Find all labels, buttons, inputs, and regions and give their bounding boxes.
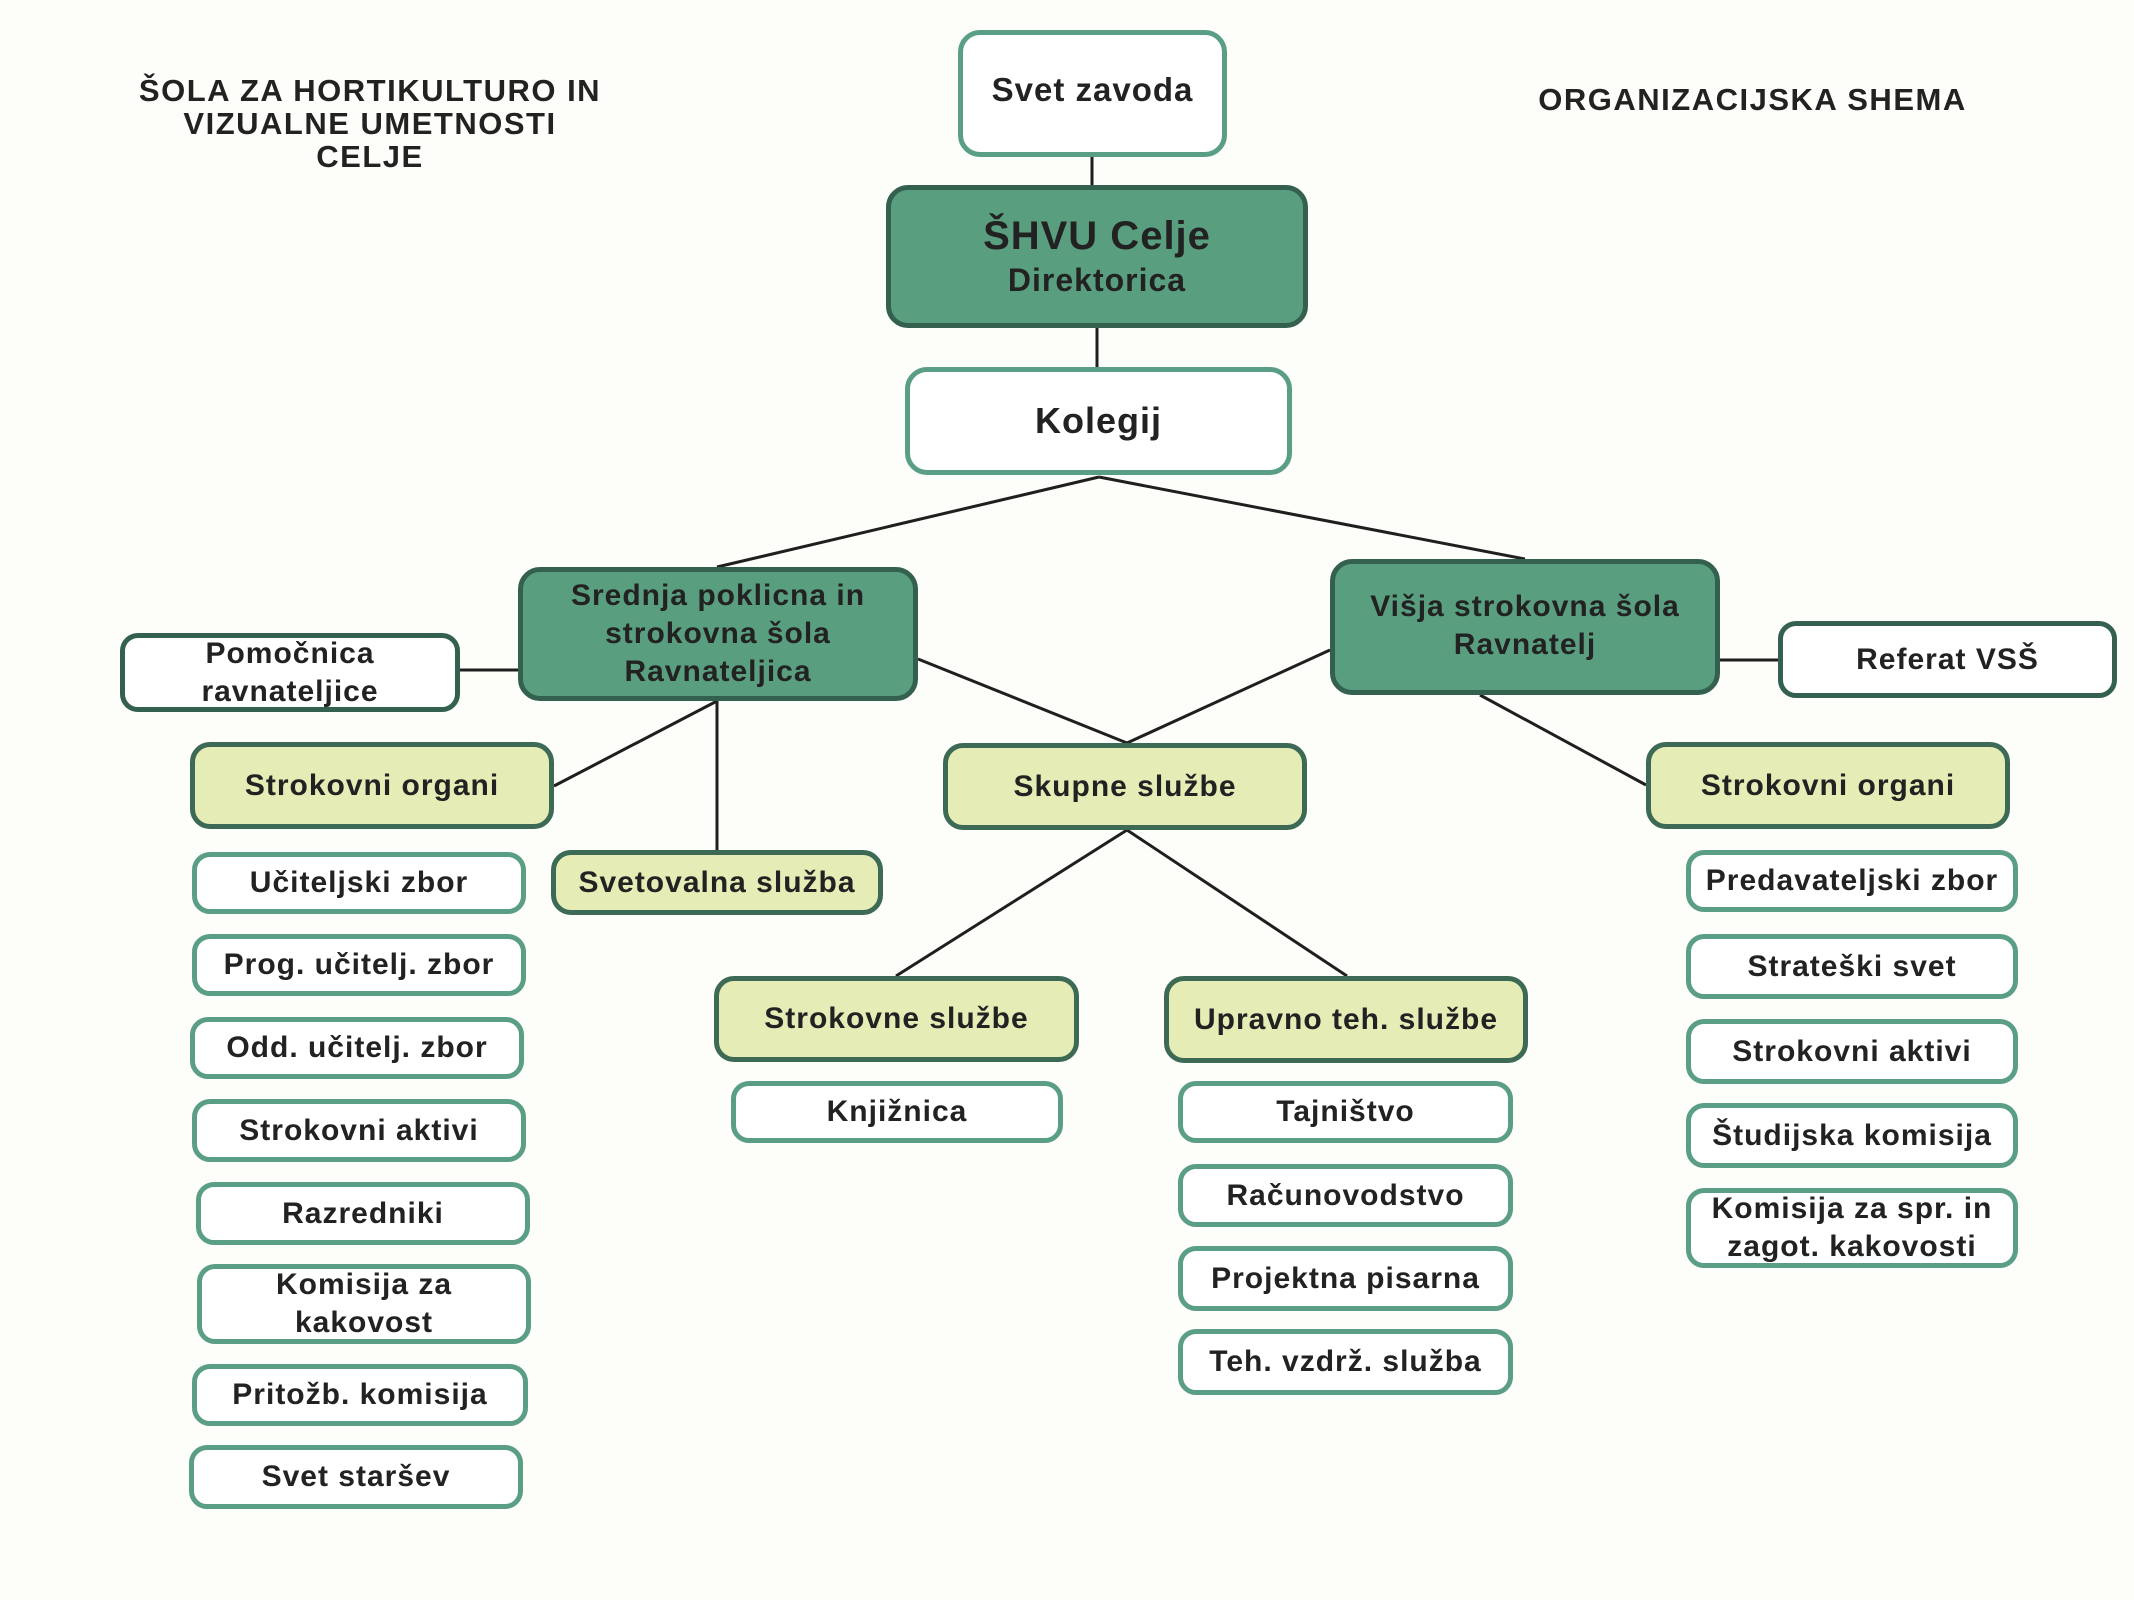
node-line-2: strokovna šola [605,617,831,650]
list-item-left-organ[interactable]: Komisija za kakovost [197,1264,531,1344]
item-label: Tajništvo [1276,1095,1415,1128]
item-label: Študijska komisija [1712,1118,1992,1152]
node-label: Referat VSŠ [1856,642,2039,676]
school-name: ŠOLA ZA HORTIKULTURO IN VIZUALNE UMETNOS… [100,74,640,173]
node-svet-zavoda[interactable]: Svet zavoda [958,30,1227,157]
item-label: Strokovni aktivi [1732,1034,1972,1068]
list-item-left-organ[interactable]: Odd. učitelj. zbor [190,1017,524,1079]
node-line-1: Pomočnica [205,636,375,670]
item-label: Računovodstvo [1226,1178,1465,1212]
item-label-line-2: zagot. kakovosti [1727,1230,1977,1263]
node-svetovalna-sluzba[interactable]: Svetovalna služba [551,850,883,915]
connector-kolegij-srednja [716,475,1100,569]
list-item-left-organ[interactable]: Učiteljski zbor [192,852,526,914]
list-item-left-organ[interactable]: Svet staršev [189,1445,523,1509]
node-visja-sola[interactable]: Višja strokovna šola Ravnatelj [1330,559,1720,695]
list-item-right-organ[interactable]: Strateški svet [1686,934,2018,999]
node-label: Kolegij [1034,400,1162,441]
item-label-line-1: Komisija za [275,1268,453,1301]
chart-title: ORGANIZACIJSKA SHEMA [1538,82,1967,117]
item-label: Strokovni aktivi [239,1113,479,1147]
node-line-1: Srednja poklicna in [570,579,866,612]
node-strokovni-organi-right[interactable]: Strokovni organi [1646,742,2010,829]
school-name-line-3: CELJE [316,139,424,174]
item-label: Prog. učitelj. zbor [223,948,495,981]
node-upravno-teh-sluzbe[interactable]: Upravno teh. službe [1164,976,1528,1063]
item-label: Pritožb. komisija [232,1378,488,1411]
list-item-upravno[interactable]: Tajništvo [1178,1081,1513,1143]
list-item-right-organ[interactable]: Predavateljski zbor [1686,850,2018,912]
node-label: Strokovni organi [1700,768,1956,802]
list-item-upravno[interactable]: Računovodstvo [1178,1164,1513,1227]
list-item-right-organ[interactable]: Študijska komisija [1686,1103,2018,1168]
connector-srednja-skupne [917,657,1128,745]
list-item-right-organ[interactable]: Komisija za spr. in zagot. kakovosti [1686,1188,2018,1268]
node-title: ŠHVU Celje [983,213,1211,258]
connector-visja-skupne [1126,648,1331,745]
connector-visja-organi [1479,693,1647,787]
connector-skupne-upravno [1126,828,1348,978]
list-item-left-organ[interactable]: Razredniki [196,1182,530,1245]
node-srednja-sola[interactable]: Srednja poklicna in strokovna šola Ravna… [518,567,918,701]
connector-skupne-strokovne [895,828,1128,978]
item-label: Učiteljski zbor [249,866,469,899]
item-label-line-2: kakovost [294,1306,434,1339]
node-line-2: Ravnatelj [1453,628,1597,661]
node-label: Strokovne službe [764,1002,1029,1035]
school-name-line-1: ŠOLA ZA HORTIKULTURO IN [138,73,602,108]
list-item-left-organ[interactable]: Prog. učitelj. zbor [192,934,526,996]
node-pomocnica[interactable]: Pomočnica ravnateljice [120,633,460,712]
item-label: Odd. učitelj. zbor [226,1031,488,1064]
node-label: Svetovalna služba [578,865,856,899]
list-item-left-organ[interactable]: Strokovni aktivi [192,1099,526,1162]
item-label-line-1: Komisija za spr. in [1711,1192,1993,1225]
node-line-3: Ravnateljica [624,655,812,688]
node-role: Direktorica [1007,261,1187,298]
node-strokovne-sluzbe[interactable]: Strokovne službe [714,976,1079,1062]
list-item-right-organ[interactable]: Strokovni aktivi [1686,1019,2018,1084]
item-label: Knjižnica [826,1095,968,1128]
node-label: Upravno teh. službe [1193,1002,1499,1036]
list-item-strokovne[interactable]: Knjižnica [731,1081,1063,1143]
item-label: Predavateljski zbor [1705,864,1999,897]
item-label: Svet staršev [261,1460,451,1493]
node-kolegij[interactable]: Kolegij [905,367,1292,475]
item-label: Strateški svet [1747,949,1957,983]
list-item-upravno[interactable]: Projektna pisarna [1178,1246,1513,1311]
list-item-left-organ[interactable]: Pritožb. komisija [192,1364,528,1426]
node-label: Svet zavoda [991,71,1194,108]
school-name-line-2: VIZUALNE UMETNOSTI [183,106,557,141]
connector-kolegij-visja [1098,475,1526,561]
item-label: Projektna pisarna [1211,1261,1480,1295]
node-skupne-sluzbe[interactable]: Skupne službe [943,743,1307,830]
node-line-1: Višja strokovna šola [1370,590,1680,623]
connector-srednja-organi [553,699,718,788]
node-line-2: ravnateljice [201,674,379,708]
node-label: Skupne službe [1013,769,1237,803]
item-label: Razredniki [282,1196,444,1230]
node-director[interactable]: ŠHVU Celje Direktorica [886,185,1308,328]
item-label: Teh. vzdrž. služba [1209,1345,1482,1378]
list-item-upravno[interactable]: Teh. vzdrž. služba [1178,1329,1513,1395]
node-strokovni-organi-left[interactable]: Strokovni organi [190,742,554,829]
node-label: Strokovni organi [244,768,500,802]
node-referat-vss[interactable]: Referat VSŠ [1778,621,2117,698]
